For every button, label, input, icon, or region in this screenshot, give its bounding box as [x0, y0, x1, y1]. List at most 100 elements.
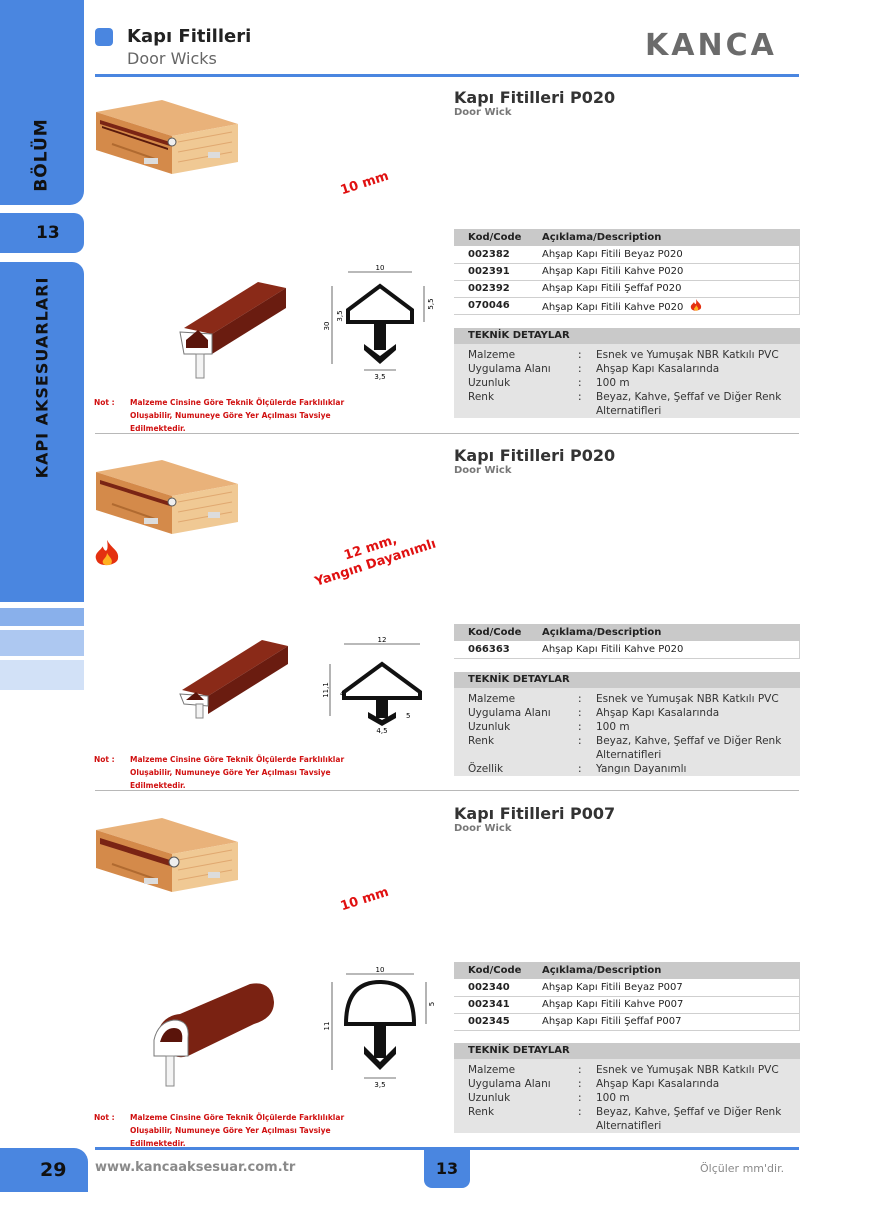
spec-sep: :	[578, 735, 582, 747]
spec-key: Renk	[468, 391, 495, 403]
sidebar-category-block	[0, 262, 84, 602]
spec-sep: :	[578, 349, 582, 361]
dim-bottom: 3,5	[374, 373, 385, 381]
note-label: Not	[94, 1113, 110, 1122]
footer-rule	[95, 1147, 799, 1150]
spec-sep: :	[578, 1064, 582, 1076]
spec-sep: :	[578, 1078, 582, 1090]
spec-value: Ahşap Kapı Kasalarında	[596, 363, 720, 375]
note: Not :Malzeme Cinsine Göre Teknik Ölçüler…	[94, 396, 386, 435]
spec-row: Renk:Beyaz, Kahve, Şeffaf ve Diğer Renk …	[454, 734, 800, 762]
profile-3d-illustration	[179, 282, 286, 379]
product-section: 12 mm, Yangın Dayanımlı Kapı Fitilleri P…	[84, 440, 800, 790]
spec-row: Renk:Beyaz, Kahve, Şeffaf ve Diğer Renk …	[454, 1105, 800, 1133]
sidebar-category: KAPI AKSESUARLARI	[32, 276, 52, 478]
section-divider	[95, 433, 799, 434]
dim-height: 30	[323, 322, 331, 331]
product-section: 10 mm Kapı Fitilleri P007 Door Wick 10 1…	[84, 798, 800, 1148]
spec-key: Özellik	[468, 763, 504, 775]
profile-technical-drawing: 10 11 5 3,5	[323, 966, 436, 1089]
technical-details-title: TEKNİK DETAYLAR	[454, 1043, 800, 1059]
spec-key: Uygulama Alanı	[468, 1078, 551, 1090]
spec-sep: :	[578, 363, 582, 375]
sidebar-section-label-wrap: BÖLÜM	[0, 110, 84, 200]
note-label: Not	[94, 398, 110, 407]
sidebar-section-label: BÖLÜM	[31, 118, 52, 192]
desc-cell: Ahşap Kapı Fitili Kahve P007	[528, 996, 800, 1014]
website-link[interactable]: www.kancaaksesuar.com.tr	[95, 1160, 296, 1175]
fire-icon	[690, 298, 701, 311]
chapter-sidebar: BÖLÜM 13 KAPI AKSESUARLARI	[0, 0, 84, 1150]
spec-row: Malzeme:Esnek ve Yumuşak NBR Katkılı PVC	[454, 692, 800, 706]
col-desc: Açıklama/Description	[528, 229, 800, 246]
dim-width: 10	[376, 264, 385, 272]
note-line2: Oluşabilir, Numuneye Göre Yer Açılması T…	[130, 1126, 331, 1148]
section-divider	[95, 790, 799, 791]
spec-key: Renk	[468, 735, 495, 747]
desc-cell: Ahşap Kapı Fitili Kahve P020	[528, 641, 800, 659]
col-code: Kod/Code	[454, 229, 528, 246]
dim-width: 10	[376, 966, 385, 974]
dim-left: 4	[340, 690, 345, 698]
spec-value: 100 m	[596, 721, 630, 733]
sidebar-stripe	[0, 660, 84, 690]
note-line1: Malzeme Cinsine Göre Teknik Ölçülerde Fa…	[130, 1113, 345, 1122]
spec-key: Malzeme	[468, 349, 516, 361]
code-cell: 002340	[454, 979, 528, 997]
note-line2: Oluşabilir, Numuneye Göre Yer Açılması T…	[130, 768, 331, 790]
spec-sep: :	[578, 707, 582, 719]
desc-cell: Ahşap Kapı Fitili Beyaz P020	[528, 246, 800, 264]
col-code: Kod/Code	[454, 962, 528, 979]
product-title: Kapı Fitilleri P020	[454, 446, 616, 465]
spec-value: 100 m	[596, 1092, 630, 1104]
dim-bottom: 4,5	[376, 727, 387, 735]
sidebar-category-wrap: KAPI AKSESUARLARI	[0, 262, 84, 492]
spec-sep: :	[578, 1106, 582, 1118]
desc-cell: Ahşap Kapı Fitili Beyaz P007	[528, 979, 800, 997]
page-title: Kapı Fitilleri	[127, 26, 252, 47]
door-frame-illustration	[96, 460, 238, 534]
unit-note: Ölçüler mm'dir.	[700, 1162, 785, 1175]
dim-right: 5	[428, 1002, 436, 1006]
spec-key: Uzunluk	[468, 1092, 511, 1104]
spec-value: Yangın Dayanımlı	[596, 763, 687, 775]
spec-value: Ahşap Kapı Kasalarında	[596, 707, 720, 719]
spec-sep: :	[578, 693, 582, 705]
spec-key: Uygulama Alanı	[468, 707, 551, 719]
technical-details-box: TEKNİK DETAYLAR Malzeme:Esnek ve Yumuşak…	[454, 328, 800, 418]
table-header-row: Kod/Code Açıklama/Description	[454, 624, 800, 641]
door-frame-illustration	[96, 818, 238, 892]
spec-row: Uzunluk:100 m	[454, 1091, 800, 1105]
sidebar-section-number: 13	[0, 213, 84, 253]
spec-row: Renk:Beyaz, Kahve, Şeffaf ve Diğer Renk …	[454, 390, 800, 418]
spec-sep: :	[578, 721, 582, 733]
product-title: Kapı Fitilleri P020	[454, 88, 616, 107]
spec-row: Malzeme:Esnek ve Yumuşak NBR Katkılı PVC	[454, 1063, 800, 1077]
technical-details-box: TEKNİK DETAYLAR Malzeme:Esnek ve Yumuşak…	[454, 1043, 800, 1133]
dim-width: 12	[378, 636, 387, 644]
dim-bottom: 3,5	[374, 1081, 385, 1089]
desc-cell: Ahşap Kapı Fitili Şeffaf P020	[528, 280, 800, 298]
note-line2: Oluşabilir, Numuneye Göre Yer Açılması T…	[130, 411, 331, 433]
profile-3d-illustration	[179, 640, 288, 719]
spec-row: Uygulama Alanı: Ahşap Kapı Kasalarında	[454, 706, 800, 720]
note: Not :Malzeme Cinsine Göre Teknik Ölçüler…	[94, 753, 386, 792]
table-header-row: Kod/Code Açıklama/Description	[454, 229, 800, 246]
spec-value: Esnek ve Yumuşak NBR Katkılı PVC	[596, 1064, 779, 1076]
door-frame-illustration	[96, 100, 238, 174]
spec-key: Malzeme	[468, 693, 516, 705]
sidebar-stripe	[0, 608, 84, 626]
product-section: 10 mm Kapı Fitilleri P020 Door Wick 10 3…	[84, 84, 800, 434]
product-subtitle: Door Wick	[454, 823, 512, 834]
note-line1: Malzeme Cinsine Göre Teknik Ölçülerde Fa…	[130, 755, 345, 764]
col-desc: Açıklama/Description	[528, 962, 800, 979]
code-cell: 002392	[454, 280, 528, 298]
